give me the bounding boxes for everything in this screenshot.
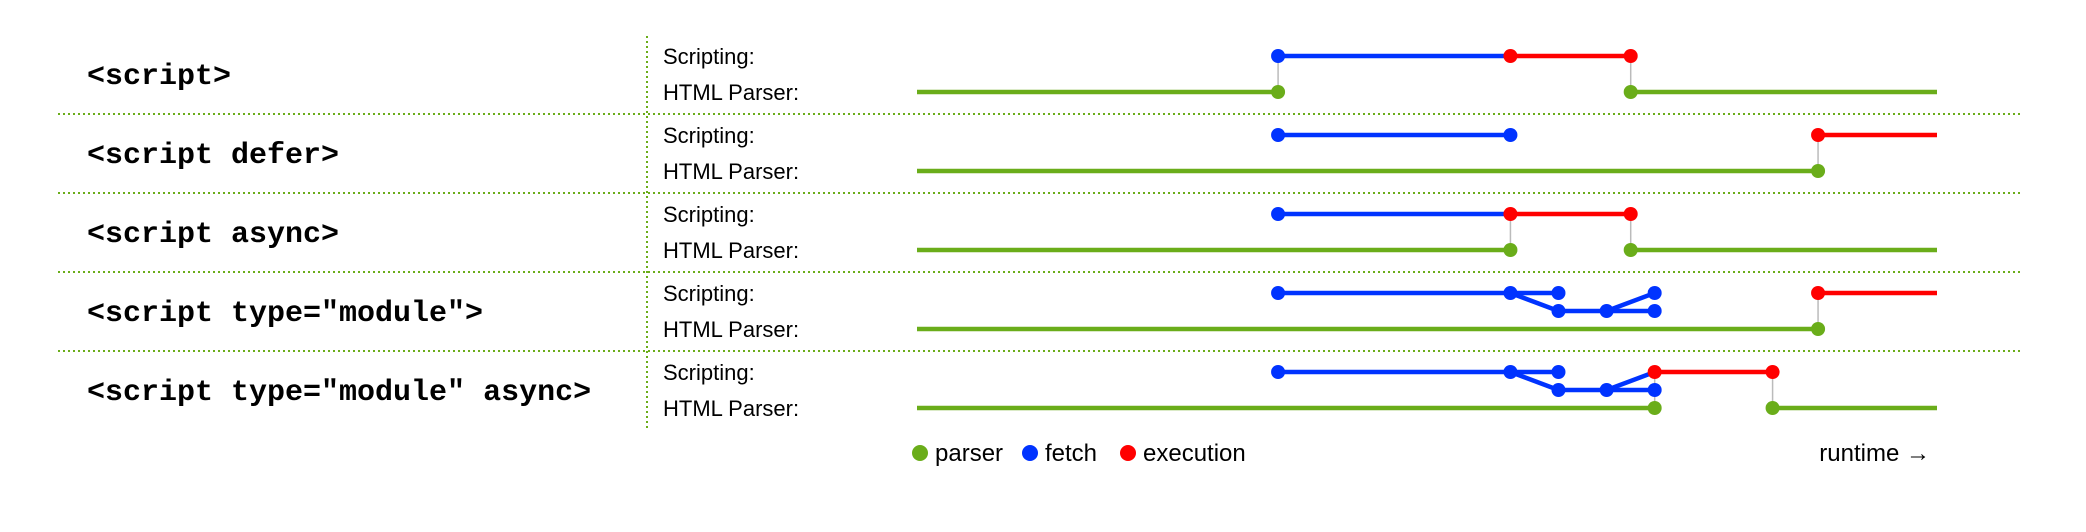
row-title: <script> bbox=[87, 60, 231, 94]
parser-dot bbox=[1811, 322, 1826, 336]
parser-dot bbox=[1623, 85, 1638, 99]
fetch-dot bbox=[1271, 49, 1286, 63]
parser-dot bbox=[1647, 401, 1662, 415]
fetch-dot bbox=[1599, 383, 1614, 397]
parser-lane-label: HTML Parser: bbox=[663, 396, 799, 421]
parser-lane-label: HTML Parser: bbox=[663, 159, 799, 184]
legend: parser fetch execution runtime → bbox=[912, 440, 1930, 467]
scripting-lane-label: Scripting: bbox=[663, 123, 755, 148]
legend-execution-swatch bbox=[1120, 445, 1136, 461]
fetch-dot bbox=[1551, 365, 1566, 379]
execution-dot bbox=[1811, 128, 1826, 142]
timeline-row: <script> Scripting: HTML Parser: bbox=[87, 44, 1937, 105]
execution-dot bbox=[1503, 49, 1518, 63]
fetch-dot bbox=[1271, 286, 1286, 300]
legend-fetch-label: fetch bbox=[1045, 440, 1097, 467]
scripting-lane-label: Scripting: bbox=[663, 202, 755, 227]
parser-dot bbox=[1811, 164, 1826, 178]
scripting-lane-label: Scripting: bbox=[663, 360, 755, 385]
row-title: <script defer> bbox=[87, 139, 339, 173]
timeline-rows: <script>Scripting:HTML Parser:<script de… bbox=[87, 44, 1937, 421]
execution-dot bbox=[1503, 207, 1518, 221]
execution-dot bbox=[1623, 207, 1638, 221]
parser-lane-label: HTML Parser: bbox=[663, 80, 799, 105]
fetch-dot bbox=[1551, 286, 1566, 300]
parser-lane-label: HTML Parser: bbox=[663, 238, 799, 263]
execution-dot bbox=[1623, 49, 1638, 63]
fetch-dot bbox=[1551, 304, 1566, 318]
fetch-dependency-segment bbox=[1509, 290, 1560, 314]
legend-execution-label: execution bbox=[1143, 440, 1246, 467]
fetch-dependency-segment bbox=[1605, 369, 1656, 393]
row-title: <script type="module" async> bbox=[87, 376, 591, 410]
fetch-dependency-segment bbox=[1509, 369, 1560, 393]
fetch-dot bbox=[1503, 128, 1518, 142]
timeline-row: <script type="module"> Scripting: HTML Par… bbox=[87, 281, 1937, 342]
fetch-dot bbox=[1647, 383, 1662, 397]
scripting-lane-label: Scripting: bbox=[663, 281, 755, 306]
parser-dot bbox=[1271, 85, 1286, 99]
timeline-row: <script defer> Scripting: HTML Parser: bbox=[87, 123, 1937, 184]
scripting-lane-label: Scripting: bbox=[663, 44, 755, 69]
fetch-dependency-segment bbox=[1605, 290, 1656, 314]
runtime-axis-label: runtime → bbox=[1819, 440, 1930, 467]
fetch-dot bbox=[1271, 207, 1286, 221]
parser-dot bbox=[1765, 401, 1780, 415]
fetch-dot bbox=[1271, 128, 1286, 142]
fetch-dot bbox=[1503, 286, 1518, 300]
parser-dot bbox=[1623, 243, 1638, 257]
fetch-dot bbox=[1647, 286, 1662, 300]
timeline-row: <script type="module" async> Scripting: HT… bbox=[87, 360, 1937, 421]
fetch-dot bbox=[1647, 304, 1662, 318]
timeline-row: <script async> Scripting: HTML Parser: bbox=[87, 202, 1937, 263]
fetch-dot bbox=[1271, 365, 1286, 379]
execution-dot bbox=[1765, 365, 1780, 379]
row-separators bbox=[58, 113, 2020, 352]
fetch-dot bbox=[1551, 383, 1566, 397]
row-title: <script async> bbox=[87, 218, 339, 252]
parser-lane-label: HTML Parser: bbox=[663, 317, 799, 342]
execution-dot bbox=[1647, 365, 1662, 379]
legend-parser-label: parser bbox=[935, 440, 1003, 467]
legend-parser-swatch bbox=[912, 445, 928, 461]
legend-fetch-swatch bbox=[1022, 445, 1038, 461]
parser-dot bbox=[1503, 243, 1518, 257]
fetch-dot bbox=[1599, 304, 1614, 318]
fetch-dot bbox=[1503, 365, 1518, 379]
row-title: <script type="module"> bbox=[87, 297, 483, 331]
execution-dot bbox=[1811, 286, 1826, 300]
